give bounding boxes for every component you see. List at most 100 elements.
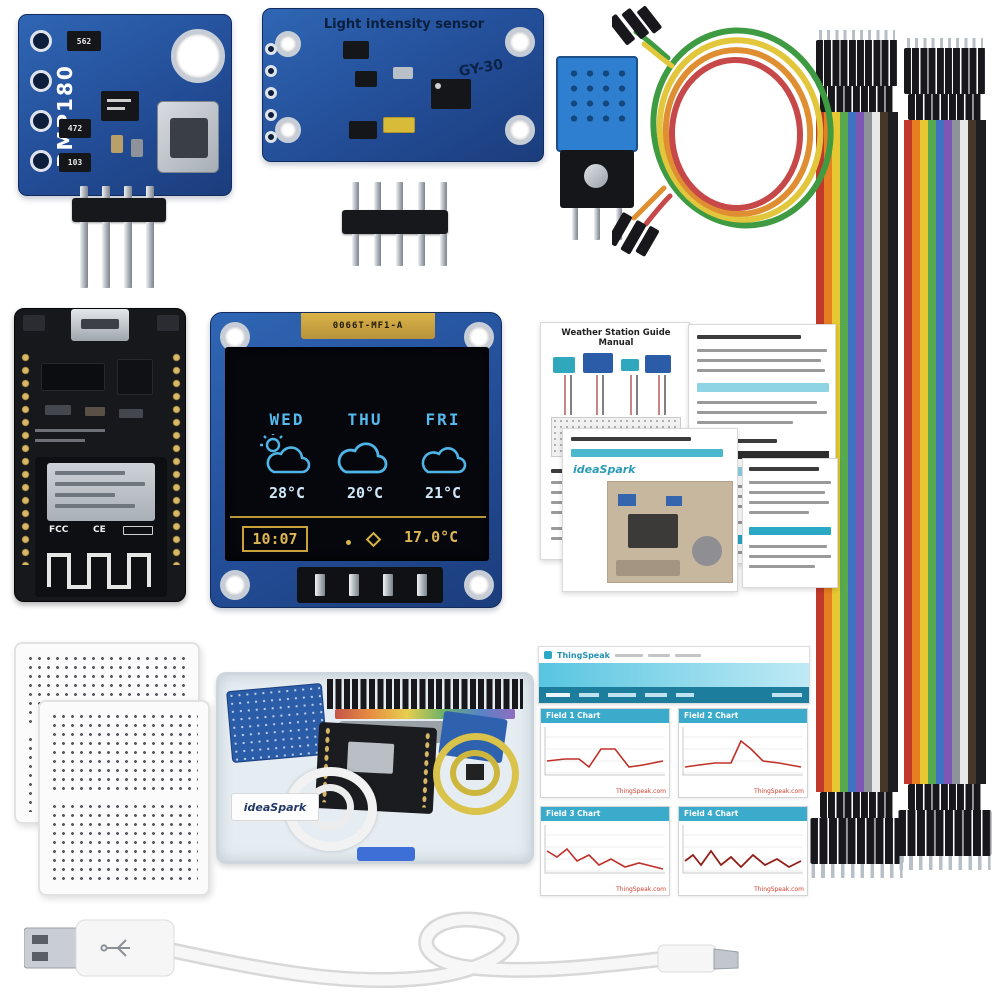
chart-title: Field 3 Chart [546,809,601,818]
shield-marking [55,471,125,475]
box-clasp [357,847,415,861]
header-pin [418,182,425,210]
boxed-sensor [466,764,484,780]
pin-hole [30,150,52,172]
pin-row-left [19,351,32,565]
mounting-hole [275,117,301,143]
header-pin [352,234,359,266]
gy30-module: Light intensity sensor GY-30 [262,8,544,162]
nav-item [608,693,636,697]
usb-slot [81,319,119,329]
manual-page-4 [742,458,838,588]
forecast-day: THU [347,410,383,429]
mounting-hole [220,570,250,600]
manual-title: Weather Station Guide Manual [561,328,671,348]
nodemcu-board: FCC CE [14,308,186,602]
bmp180-sensor-can [157,101,219,173]
chart-title-bar: Field 3 Chart [541,807,669,821]
nav-item [546,693,570,697]
thingspeak-chart-panel: Field 4 Chart ThingSpeak.com [678,806,808,896]
mounting-hole [505,27,535,57]
oled-screen: WED THU FRI 28°C 20°C 21°C 10:07 [225,347,489,561]
dht11-body [556,56,638,152]
smd-component [45,405,71,415]
photo-detail [666,496,682,506]
pin-hole [30,70,52,92]
ic-chip [101,91,139,121]
pin-header-4 [72,186,166,290]
oled-module: 0066T-MF1-A WED THU FRI 28°C 20°C 21°C [210,312,502,608]
pin1-dot [435,83,441,89]
header-pin [124,222,132,288]
text-line [749,555,831,558]
sensor-pin [572,208,578,240]
mounting-hole [464,570,494,600]
pin-tips [899,856,991,870]
weather-icon-cloud [337,442,388,474]
boxed-blue-pcb [226,682,328,764]
connector-pin [383,574,393,596]
text-line [571,437,691,441]
line-chart [682,825,803,874]
status-diamond [365,531,382,548]
text-line [697,369,825,372]
usb-uart-chip [41,363,105,391]
micro-usb-port [71,309,129,341]
boxed-pins [420,731,431,808]
channel-navbar [539,687,809,703]
highlight-bar [749,527,831,535]
dht11-vent-grid [566,66,628,128]
header-pin [102,186,110,198]
breadboard-channel [44,794,204,802]
table-header [697,451,829,459]
fcc-mark: FCC [49,525,69,535]
thingspeak-watermark: ThingSpeak.com [616,886,666,893]
silkscreen-line [35,439,85,442]
sensor-cavity [170,118,208,158]
header-pin [352,182,359,210]
text-line [749,501,829,504]
wiring-lines [564,375,666,415]
manual-page-3: ideaSpark [562,428,738,592]
regulatory-mark [123,526,153,535]
highlight-bar [697,383,829,392]
box-label: ideaSpark [231,793,319,821]
regulator-chip [117,359,153,395]
pin-tips [819,30,895,40]
chart-title: Field 4 Chart [684,809,739,818]
pin-hole [265,43,277,55]
flex-cable-label: 0066T-MF1-A [332,321,404,331]
smd-component [343,41,369,59]
thingspeak-watermark: ThingSpeak.com [754,788,804,795]
chart-title: Field 1 Chart [546,711,601,720]
line-chart [682,727,803,776]
nav-item [772,693,802,697]
ribbon-cable-2 [898,38,992,870]
gy30-model-label: GY-30 [457,56,505,81]
chip-marking [107,107,125,110]
status-dot [346,540,351,545]
header-pin [80,222,88,288]
chart-title: Field 2 Chart [684,711,739,720]
jumper-wire-coil [612,6,834,257]
boxed-jumper-connectors [327,679,523,709]
pin-hole [30,110,52,132]
header-housing [342,210,448,234]
forecast-day: FRI [425,410,461,429]
chart-title-bar: Field 1 Chart [541,709,669,723]
header-pin [396,234,403,266]
connector-row [820,792,894,818]
text-line [749,511,809,514]
weather-icon-sun-cloud [260,434,311,474]
shield-marking [55,482,145,486]
connector-pin [349,574,359,596]
thingspeak-page-header: ThingSpeak [538,646,810,704]
smd-component: 562 [67,31,101,51]
text-line [697,349,827,352]
line-chart [544,727,665,776]
breadboard-front [38,700,210,896]
text-line [749,545,827,548]
mounting-hole [505,115,535,145]
brand-wordmark: ideaSpark [573,463,636,476]
clock-display: 10:07 [242,526,308,552]
